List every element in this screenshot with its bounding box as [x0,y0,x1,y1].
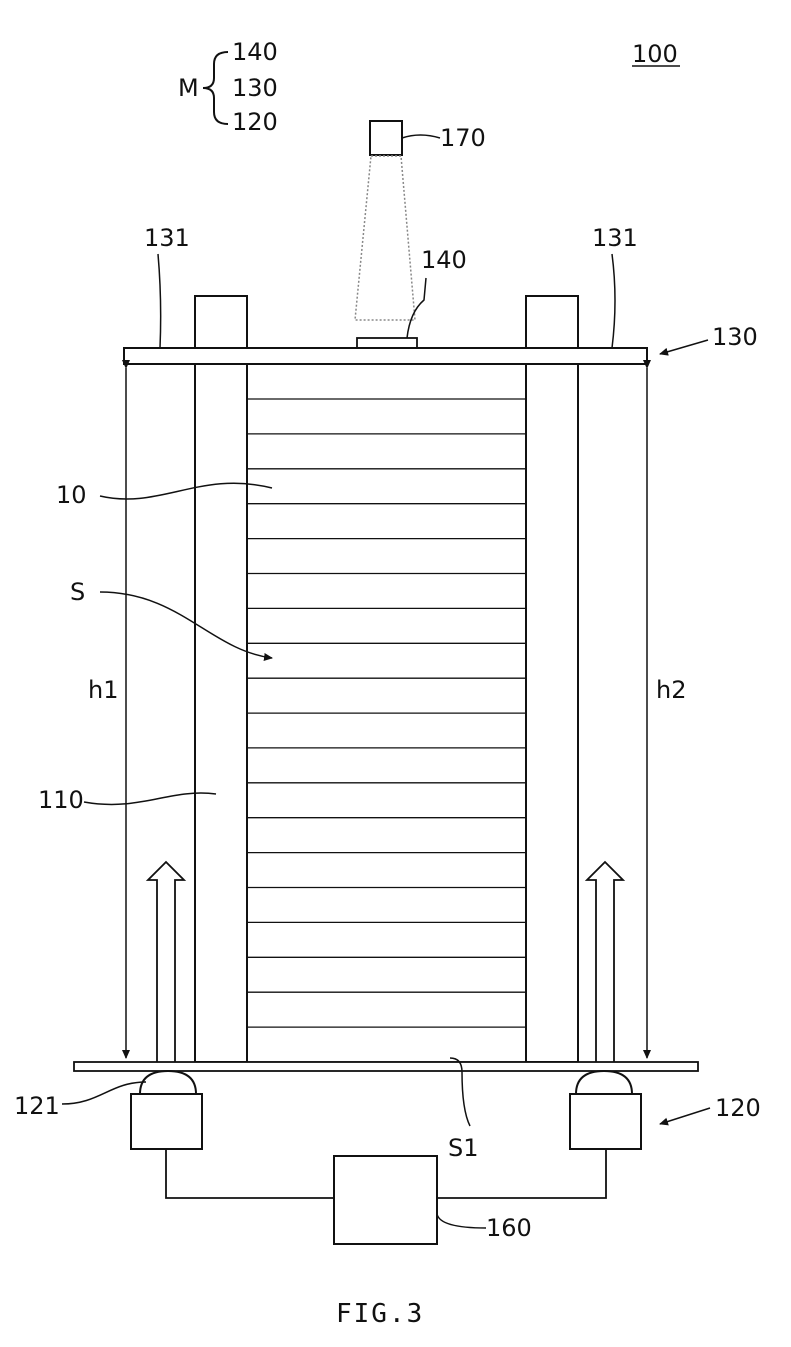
frame-column-right [526,364,578,1062]
nozzle-head [370,121,402,155]
label-controller: 160 [486,1214,532,1242]
wire-left [166,1149,334,1198]
post-right [526,296,578,348]
label-post-right: 131 [592,224,638,252]
label-space: S [70,578,85,606]
label-light-source: 120 [715,1094,761,1122]
base-plate [74,1062,698,1071]
label-nozzle: 170 [440,124,486,152]
figure-reference-number: 100 [632,40,678,68]
label-frame: 110 [38,786,84,814]
frame-column-left [195,364,247,1062]
group-letter: M [178,74,199,102]
arrow-120 [660,1108,710,1124]
light-arrow-left [148,862,184,1062]
leader-160 [437,1214,486,1228]
leader-131-right [612,254,615,348]
substrate-stack [247,399,526,1027]
light-arrow-right [587,862,623,1062]
group-member-1: 140 [232,38,278,66]
label-height-right: h2 [656,676,686,704]
controller-box [334,1156,437,1244]
label-height-left: h1 [88,676,118,704]
label-top-plate: 130 [712,323,758,351]
group-member-3: 120 [232,108,278,136]
leader-131-left [158,254,161,348]
top-plate [124,348,647,364]
leader-170 [402,135,440,138]
leader-140 [407,278,426,338]
group-brace [203,52,228,124]
label-nozzle-base: 140 [421,246,467,274]
lamp-dome-left [140,1071,196,1094]
group-member-2: 130 [232,74,278,102]
light-source-right [570,1094,641,1149]
nozzle-beam [355,156,415,320]
label-lamp: 121 [14,1092,60,1120]
post-left [195,296,247,348]
figure-caption: FIG.3 [336,1299,424,1329]
label-substrate: 10 [56,481,87,509]
arrow-130 [660,340,708,354]
lamp-dome-right [576,1071,632,1094]
light-source-left [131,1094,202,1149]
label-post-left: 131 [144,224,190,252]
label-base-surface: S1 [448,1134,479,1162]
